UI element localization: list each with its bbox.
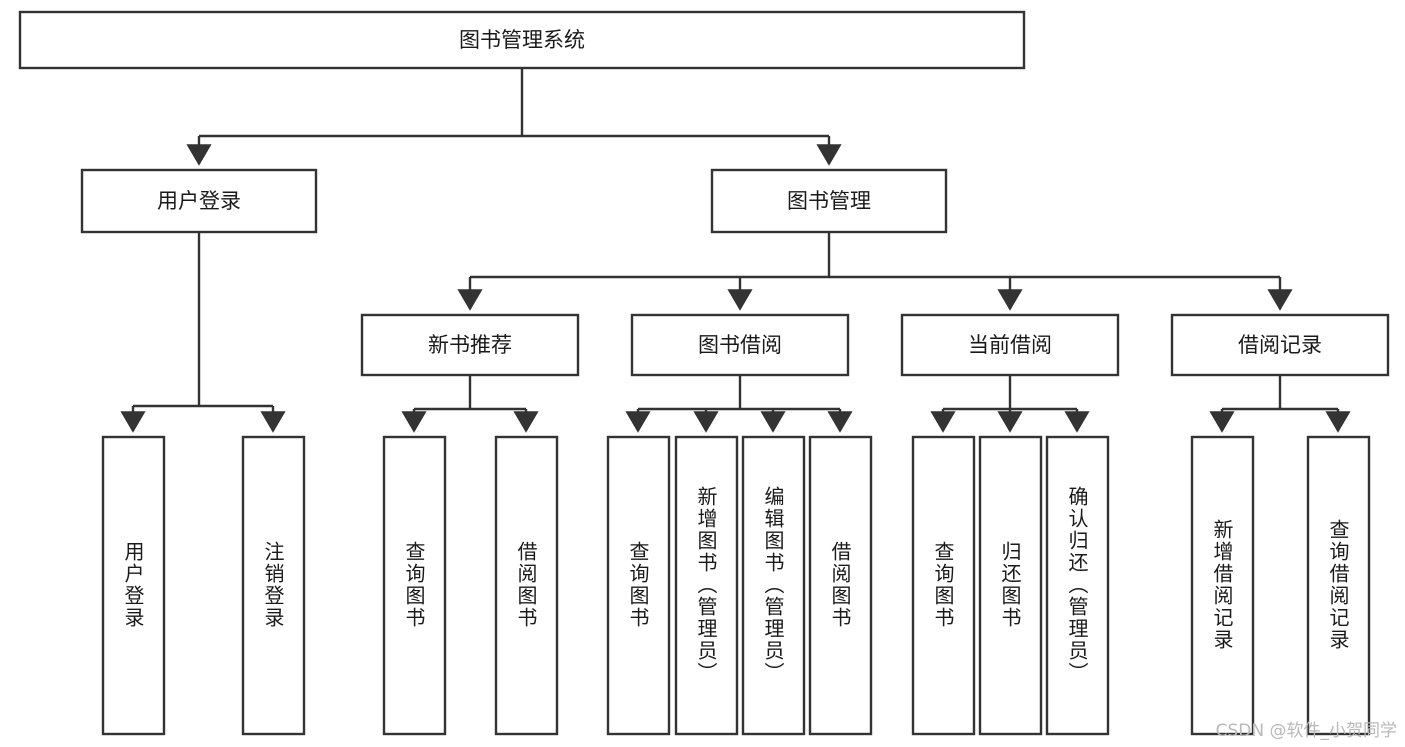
node-leaf-query-books-3-label: 查询图书 xyxy=(931,541,955,629)
node-leaf-add-book-admin-box xyxy=(674,435,739,736)
node-leaf-return-books-label: 归还图书 xyxy=(998,541,1022,629)
node-leaf-user-login-box xyxy=(101,435,166,736)
node-leaf-borrow-books-2-box xyxy=(808,435,873,736)
node-leaf-borrow-books-2[interactable]: 借阅图书 xyxy=(808,435,873,736)
node-leaf-query-books-1[interactable]: 查询图书 xyxy=(382,435,447,736)
node-book-management-box xyxy=(710,168,948,234)
node-leaf-query-books-1-label: 查询图书 xyxy=(402,541,426,629)
node-leaf-add-borrow-record[interactable]: 新增借阅记录 xyxy=(1190,435,1255,736)
node-leaf-query-books-2-box xyxy=(606,435,671,736)
node-leaf-logout-label: 注销登录 xyxy=(261,541,285,629)
node-leaf-query-borrow-record-label: 查询借阅记录 xyxy=(1326,519,1350,651)
node-user-login-label: 用户登录 xyxy=(157,189,241,213)
node-leaf-borrow-books-1[interactable]: 借阅图书 xyxy=(494,435,559,736)
node-current-borrow[interactable]: 当前借阅 xyxy=(900,313,1120,377)
node-current-borrow-box xyxy=(900,313,1120,377)
node-borrow-records-box xyxy=(1170,313,1390,377)
node-leaf-query-books-3-box xyxy=(911,435,976,736)
node-new-book-recommend-label: 新书推荐 xyxy=(428,333,512,357)
node-user-login-box xyxy=(80,168,318,234)
node-user-login[interactable]: 用户登录 xyxy=(80,168,318,234)
node-leaf-add-borrow-record-label: 新增借阅记录 xyxy=(1210,519,1234,651)
node-borrow-records-label: 借阅记录 xyxy=(1238,333,1322,357)
node-leaf-confirm-return-admin[interactable]: 确认归还（管理员） xyxy=(1045,435,1110,736)
node-leaf-logout-box xyxy=(241,435,306,736)
node-leaf-user-login-label: 用户登录 xyxy=(121,541,145,629)
node-leaf-borrow-books-1-box xyxy=(494,435,559,736)
node-leaf-query-borrow-record-box xyxy=(1306,435,1371,736)
node-leaf-borrow-books-1-label: 借阅图书 xyxy=(514,541,538,629)
node-book-borrow[interactable]: 图书借阅 xyxy=(630,313,850,377)
node-leaf-return-books-box xyxy=(978,435,1043,736)
node-leaf-add-book-admin-label: 新增图书（管理员） xyxy=(694,486,718,684)
node-leaf-return-books[interactable]: 归还图书 xyxy=(978,435,1043,736)
node-leaf-query-books-2[interactable]: 查询图书 xyxy=(606,435,671,736)
node-leaf-edit-book-admin-label: 编辑图书（管理员） xyxy=(761,486,785,684)
node-leaf-confirm-return-admin-box xyxy=(1045,435,1110,736)
node-root-label: 图书管理系统 xyxy=(459,28,585,52)
node-leaf-add-borrow-record-box xyxy=(1190,435,1255,736)
node-root-box xyxy=(18,10,1026,70)
node-book-management-label: 图书管理 xyxy=(787,189,871,213)
node-leaf-borrow-books-2-label: 借阅图书 xyxy=(828,541,852,629)
node-leaf-edit-book-admin-box xyxy=(741,435,806,736)
node-borrow-records[interactable]: 借阅记录 xyxy=(1170,313,1390,377)
node-book-borrow-box xyxy=(630,313,850,377)
node-new-book-recommend-box xyxy=(360,313,580,377)
node-leaf-confirm-return-admin-label: 确认归还（管理员） xyxy=(1065,486,1089,684)
node-leaf-logout[interactable]: 注销登录 xyxy=(241,435,306,736)
node-book-borrow-label: 图书借阅 xyxy=(698,333,782,357)
node-leaf-query-books-3[interactable]: 查询图书 xyxy=(911,435,976,736)
node-leaf-query-books-2-label: 查询图书 xyxy=(626,541,650,629)
node-root[interactable]: 图书管理系统 xyxy=(18,10,1026,70)
edge-group xyxy=(120,68,1351,433)
node-leaf-query-borrow-record[interactable]: 查询借阅记录 xyxy=(1306,435,1371,736)
node-book-management[interactable]: 图书管理 xyxy=(710,168,948,234)
node-leaf-user-login[interactable]: 用户登录 xyxy=(101,435,166,736)
node-leaf-add-book-admin[interactable]: 新增图书（管理员） xyxy=(674,435,739,736)
node-leaf-edit-book-admin[interactable]: 编辑图书（管理员） xyxy=(741,435,806,736)
node-current-borrow-label: 当前借阅 xyxy=(968,333,1052,357)
node-new-book-recommend[interactable]: 新书推荐 xyxy=(360,313,580,377)
node-leaf-query-books-1-box xyxy=(382,435,447,736)
